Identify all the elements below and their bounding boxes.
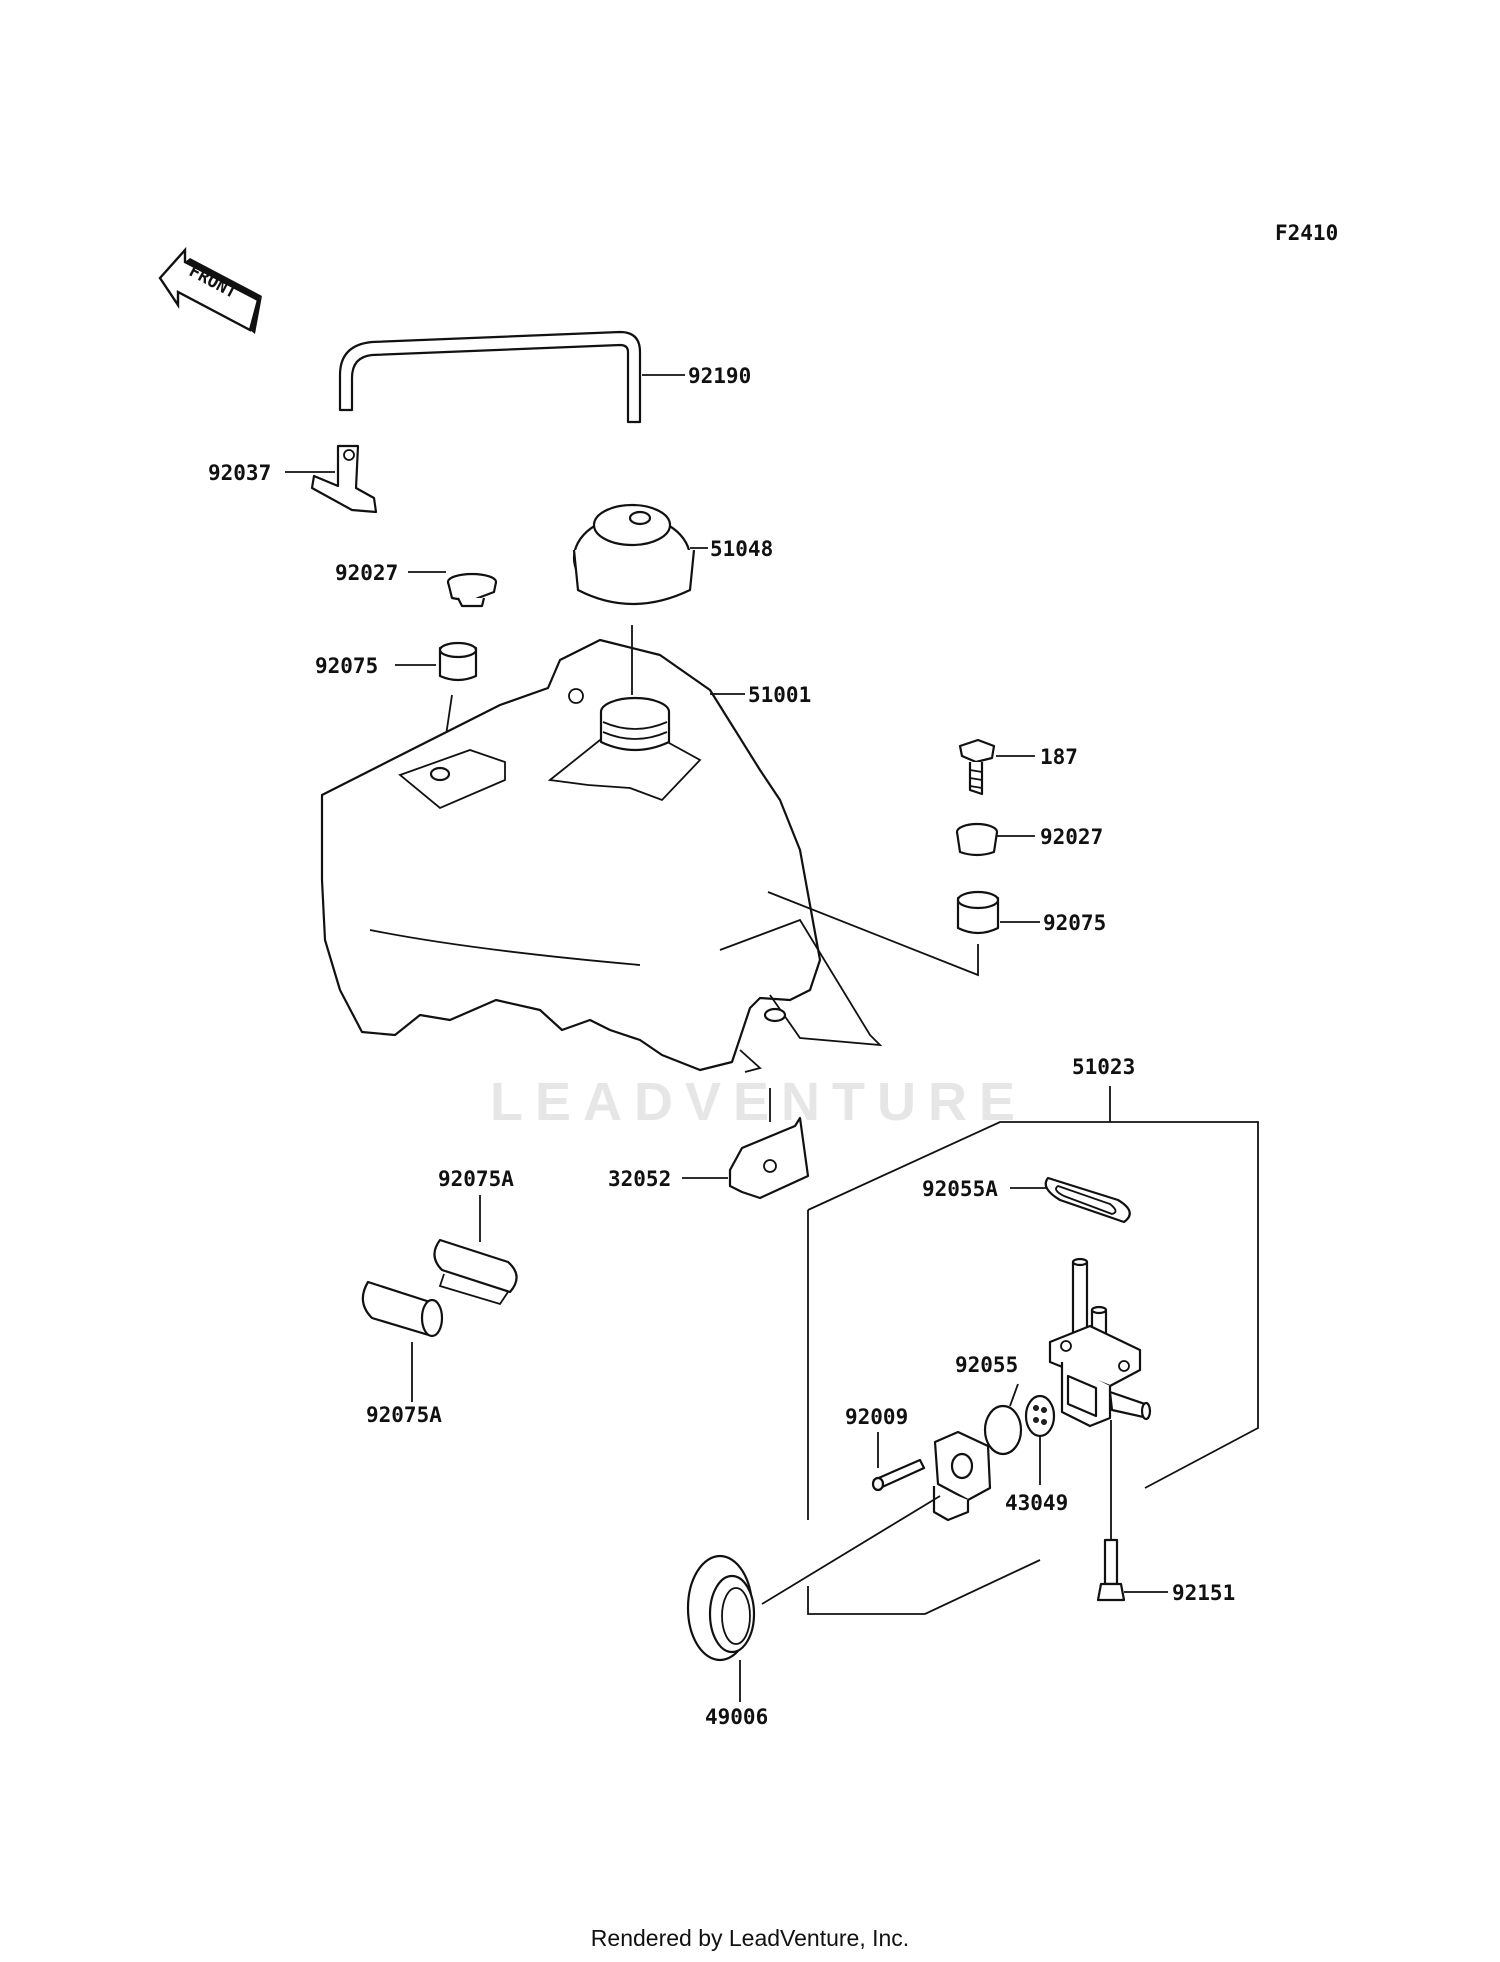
callout-92075-left: 92075 [315,654,378,678]
callout-51023: 51023 [1072,1055,1135,1079]
part-51001-fuel-tank: 51001 [320,625,883,1073]
part-92055A-gasket: 92055A [922,1176,1131,1224]
callout-92075A-bottom: 92075A [366,1403,442,1427]
part-92190-hose: 92190 [338,330,751,424]
callout-92009: 92009 [845,1405,908,1429]
footer-credit: Rendered by LeadVenture, Inc. [590,1925,910,1951]
callout-32052: 32052 [608,1167,671,1191]
callout-92027-right: 92027 [1040,825,1103,849]
part-92037-clamp: 92037 [208,444,378,514]
watermark: LEADVENTURE [490,1072,1027,1132]
part-92027-collar-left: 92027 [335,561,498,608]
part-32052-bracket: 32052 [608,1088,810,1200]
callout-92055A: 92055A [922,1177,998,1201]
callout-49006: 49006 [705,1705,768,1729]
part-lever-plate [932,1430,992,1522]
callout-92151: 92151 [1172,1581,1235,1605]
callout-187: 187 [1040,745,1078,769]
callout-92055: 92055 [955,1353,1018,1377]
figure-code: F2410 [1275,221,1338,245]
part-51023-fuel-cock-assembly: 51023 [807,1055,1259,1615]
part-fuel-cock-body [1048,1257,1152,1428]
part-92151-bolt: 92151 [1096,1420,1235,1605]
part-92009-screw: 92009 [845,1405,926,1492]
part-49006-ring: 49006 [686,1495,941,1729]
callout-92027-left: 92027 [335,561,398,585]
part-187-bolt: 187 [958,738,1078,796]
part-92075A-damper-bottom: 92075A [361,1280,444,1427]
part-43049-filter: 43049 [1005,1394,1068,1515]
front-arrow-icon: FRONT [158,246,262,334]
part-92055-o-ring: 92055 [955,1353,1023,1456]
part-92027-collar-right: 92027 [955,822,1103,857]
callout-51001: 51001 [748,683,811,707]
callout-92075-right: 92075 [1043,911,1106,935]
callout-92037: 92037 [208,461,271,485]
callout-92190: 92190 [688,364,751,388]
callout-92075A-top: 92075A [438,1167,514,1191]
callout-43049: 43049 [1005,1491,1068,1515]
part-51048-cap: 51048 [572,503,773,605]
part-92075-grommet-right: 92075 [767,890,1106,977]
part-92075A-damper-top: 92075A [433,1167,518,1306]
callout-51048: 51048 [710,537,773,561]
